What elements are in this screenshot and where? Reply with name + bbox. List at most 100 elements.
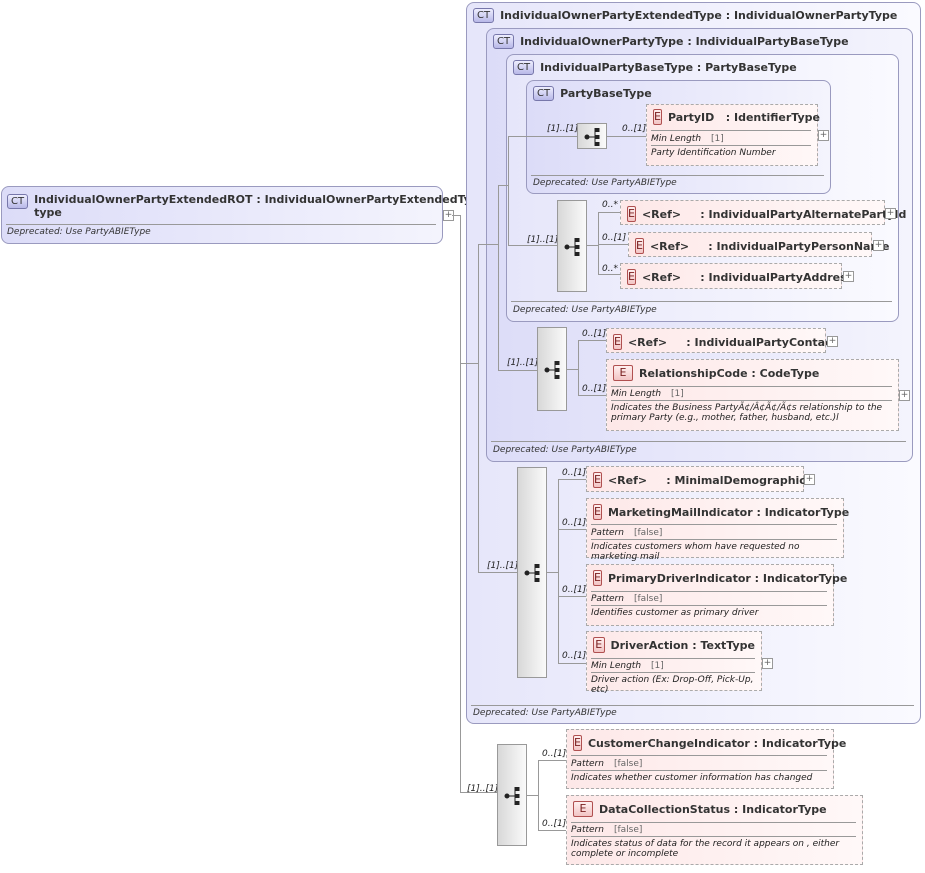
element-name: RelationshipCode: [639, 366, 748, 380]
facet-name: Pattern: [591, 528, 624, 538]
facet-value: [false]: [613, 759, 643, 769]
sequence-compositor-icon: [564, 238, 580, 256]
element-icon: E: [593, 472, 602, 488]
ref-tag: <Ref>: [641, 207, 682, 221]
ref-alternate-party-id[interactable]: E <Ref> : IndividualPartyAlternatePartyI…: [620, 200, 906, 225]
type-separator: :: [700, 270, 705, 284]
root-element-name: IndividualOwnerPartyExtendedROT: [34, 193, 253, 206]
cardinality-label: 0..[1]: [562, 468, 587, 478]
element-type: IndicatorType: [762, 571, 848, 585]
deprecated-note: Deprecated: Use PartyABIEType: [7, 227, 151, 237]
expand-icon[interactable]: +: [873, 240, 884, 251]
ref-name: IndividualPartyAlternatePartyId: [708, 207, 907, 221]
element-icon: E: [627, 269, 636, 285]
sequence-compositor[interactable]: [537, 327, 567, 411]
element-title: MarketingMailIndicator : IndicatorType: [608, 506, 849, 519]
element-icon: E: [613, 334, 622, 350]
ref-title: <Ref> : IndividualPartyAlternatePartyId: [642, 208, 906, 221]
type-separator: :: [696, 61, 702, 74]
deprecated-note: Deprecated: Use PartyABIEType: [473, 708, 617, 718]
sequence-compositor[interactable]: [577, 123, 607, 149]
ref-title: <Ref> : IndividualPartyPersonName: [650, 240, 889, 253]
facet-row: Pattern [false]: [571, 759, 642, 769]
element-icon: E: [613, 365, 633, 381]
element-name: DataCollectionStatus: [599, 802, 731, 816]
facet-value: [1]: [651, 661, 664, 671]
ref-tag: <Ref>: [641, 270, 682, 284]
ref-person-name[interactable]: E <Ref> : IndividualPartyPersonName: [628, 232, 889, 257]
element-title: PartyID : IdentifierType: [668, 111, 820, 124]
ct-icon: CT: [513, 60, 535, 75]
element-type: IndicatorType: [742, 802, 827, 816]
element-title: PrimaryDriverIndicator : IndicatorType: [608, 572, 847, 585]
deprecated-note: Deprecated: Use PartyABIEType: [533, 178, 677, 188]
element-title: CustomerChangeIndicator : IndicatorType: [588, 737, 846, 750]
expand-icon[interactable]: +: [843, 271, 854, 282]
expand-icon[interactable]: +: [885, 208, 896, 219]
facet-name: Pattern: [571, 759, 604, 769]
element-data-collection-status[interactable]: E DataCollectionStatus : IndicatorType P…: [566, 795, 863, 865]
element-primary-driver-indicator[interactable]: E PrimaryDriverIndicator : IndicatorType…: [586, 564, 847, 626]
element-name: PrimaryDriverIndicator: [607, 571, 751, 585]
element-name: PartyID: [667, 110, 715, 124]
element-documentation: Driver action (Ex: Drop-Off, Pick-Up, et…: [591, 675, 754, 695]
facet-row: Min Length[1]: [651, 134, 724, 144]
facet-name: Min Length: [591, 661, 642, 671]
facet-name: Min Length: [611, 389, 662, 399]
expand-icon[interactable]: +: [804, 474, 815, 485]
ref-name: IndividualPartyContact: [694, 335, 837, 349]
cardinality-label: 0..[1]: [582, 384, 607, 394]
element-icon: E: [593, 570, 602, 586]
cardinality-label: 0..*: [602, 264, 618, 274]
ref-title: <Ref> : IndividualPartyContact: [628, 336, 837, 349]
element-documentation: Indicates whether customer information h…: [571, 773, 813, 783]
sequence-compositor[interactable]: [557, 200, 587, 292]
sequence-compositor[interactable]: [497, 744, 527, 846]
cardinality-label: 0..[1]: [562, 518, 587, 528]
element-icon: E: [573, 801, 593, 817]
element-icon: E: [635, 238, 644, 254]
element-title: RelationshipCode : CodeType: [639, 367, 819, 380]
ref-name: MinimalDemographics: [674, 473, 813, 487]
cardinality-label: [1]..[1]: [467, 784, 499, 794]
type-separator: :: [686, 335, 691, 349]
expand-icon[interactable]: +: [762, 658, 773, 669]
element-icon: E: [573, 735, 582, 751]
element-documentation: Indicates status of data for the record …: [571, 839, 840, 859]
ref-tag: <Ref>: [607, 473, 648, 487]
facet-row: Pattern[false]: [591, 594, 662, 604]
element-icon: E: [653, 109, 662, 125]
root-element-box[interactable]: CT IndividualOwnerPartyExtendedROT : Ind…: [1, 186, 486, 244]
expand-icon[interactable]: +: [899, 390, 910, 401]
ct-base: PartyBaseType: [705, 61, 797, 74]
element-title: DataCollectionStatus : IndicatorType: [599, 803, 827, 816]
type-separator: :: [692, 638, 697, 652]
element-icon: E: [627, 206, 636, 222]
facet-value: [1]: [671, 389, 684, 399]
type-separator: :: [256, 193, 261, 206]
ct-base-title: PartyBaseType: [560, 87, 652, 100]
cardinality-label: 0..[1]: [622, 124, 647, 134]
element-documentation: Identifies customer as primary driver: [591, 608, 759, 618]
cardinality-label: [1]..[1]: [487, 561, 519, 571]
facet-name: Pattern: [571, 825, 604, 835]
cardinality-label: 0..[1]: [542, 819, 567, 829]
ref-address[interactable]: E <Ref> : IndividualPartyAddress: [620, 263, 853, 289]
element-marketing-mail-indicator[interactable]: E MarketingMailIndicator : IndicatorType…: [586, 498, 849, 562]
ref-title: <Ref> : MinimalDemographics: [608, 474, 812, 487]
element-driver-action[interactable]: E DriverAction : TextType Min Length[1] …: [586, 631, 762, 695]
ct-name: IndividualOwnerPartyExtendedType: [500, 9, 722, 22]
sequence-compositor[interactable]: [517, 467, 547, 678]
expand-icon[interactable]: +: [818, 130, 829, 141]
element-party-id[interactable]: E PartyID : IdentifierType Min Length[1]…: [646, 104, 820, 166]
ref-contact[interactable]: E <Ref> : IndividualPartyContact: [606, 328, 837, 353]
expand-icon[interactable]: +: [827, 336, 838, 347]
element-customer-change-indicator[interactable]: E CustomerChangeIndicator : IndicatorTyp…: [566, 729, 846, 789]
facet-value: [false]: [633, 594, 663, 604]
ref-name: IndividualPartyPersonName: [716, 239, 890, 253]
deprecated-note: Deprecated: Use PartyABIEType: [493, 445, 637, 455]
ct-icon: CT: [493, 34, 515, 49]
element-relationship-code[interactable]: E RelationshipCode : CodeType Min Length…: [606, 359, 899, 431]
facet-row: Pattern[false]: [571, 825, 642, 835]
ref-minimal-demographics[interactable]: E <Ref> : MinimalDemographics: [586, 466, 812, 492]
